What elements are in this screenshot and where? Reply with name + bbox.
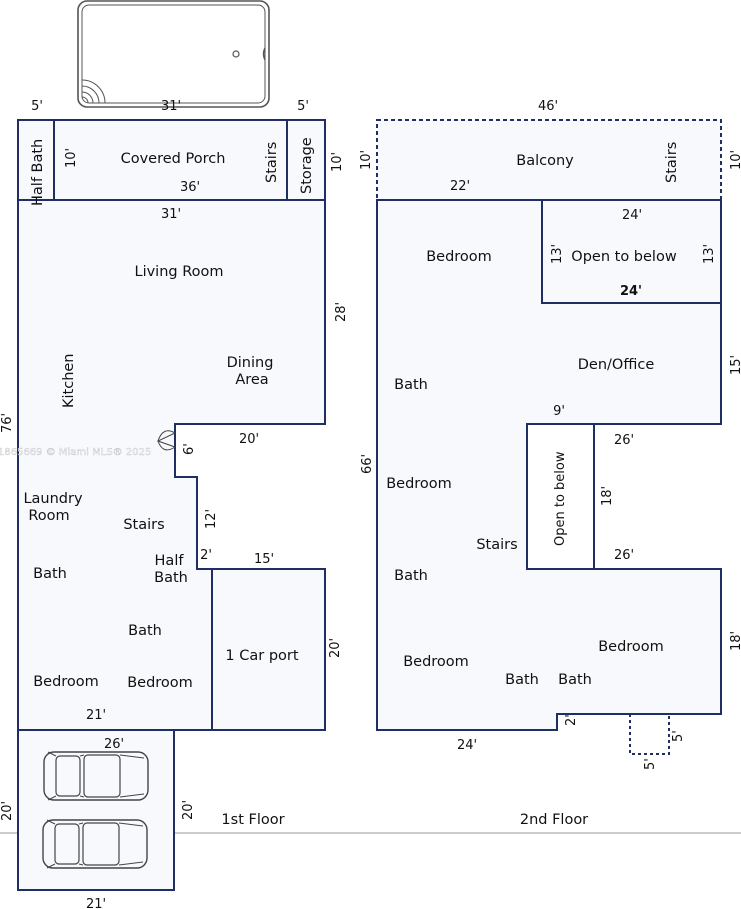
covered-porch-label: Covered Porch bbox=[121, 151, 226, 167]
dim-garage-width: 26' bbox=[104, 737, 124, 752]
dim-carport-height: 20' bbox=[328, 638, 343, 658]
dim-top-left: 5' bbox=[31, 99, 43, 114]
bath-center-label: Bath bbox=[128, 623, 162, 639]
second-floor-walls bbox=[376, 119, 722, 755]
dim-notch-6: 6' bbox=[182, 443, 197, 455]
dim-bump-height: 5' bbox=[671, 730, 686, 742]
bath-left-bottom-2-label: Bath bbox=[394, 568, 428, 584]
car-port-label: 1 Car port bbox=[225, 648, 298, 664]
dim-bottom-24: 24' bbox=[457, 738, 477, 753]
dining-area-label-2: Area bbox=[235, 372, 268, 388]
watermark: 1865669 © Miami MLS® 2025 bbox=[0, 447, 151, 458]
dim-porch-height: 10' bbox=[64, 148, 79, 168]
kitchen-label: Kitchen bbox=[61, 354, 77, 409]
first-floor-label: 1st Floor bbox=[221, 812, 284, 828]
balcony-label: Balcony bbox=[516, 153, 574, 169]
dim-open-top-bottom: 24' bbox=[620, 284, 642, 299]
stairs-top-2-label: Stairs bbox=[664, 142, 680, 183]
dim-balcony-right: 10' bbox=[729, 150, 741, 170]
dim-porch-width: 36' bbox=[180, 180, 200, 195]
den-office-label: Den/Office bbox=[578, 357, 655, 373]
bath-b2-label: Bath bbox=[558, 672, 592, 688]
stairs-top-label: Stairs bbox=[264, 142, 280, 183]
bath-left-label: Bath bbox=[33, 566, 67, 582]
half-bath-label-2: Bath bbox=[154, 570, 188, 586]
dim-balcony-width: 46' bbox=[538, 99, 558, 114]
dim-left-76: 76' bbox=[0, 413, 15, 433]
laundry-room-label-2: Room bbox=[28, 508, 69, 524]
dim-garage-bottom: 21' bbox=[86, 897, 106, 909]
bedroom-right-label: Bedroom bbox=[127, 675, 193, 691]
dim-living-width: 31' bbox=[161, 207, 181, 222]
bedroom-left-label: Bedroom bbox=[33, 674, 99, 690]
stairs-2-label: Stairs bbox=[476, 537, 517, 553]
open-to-below-mid-label: Open to below bbox=[553, 451, 568, 546]
half-bath-top-label: Half Bath bbox=[30, 139, 46, 206]
dim-notch-9: 9' bbox=[553, 404, 565, 419]
dim-open-mid-height: 18' bbox=[600, 486, 615, 506]
dim-garage-right: 20' bbox=[181, 800, 196, 820]
door-swing-icon bbox=[156, 430, 176, 451]
dim-open-top-left: 13' bbox=[550, 244, 565, 264]
dining-area-label-1: Dining bbox=[227, 355, 274, 371]
bath-left-top-2-label: Bath bbox=[394, 377, 428, 393]
dim-right-15: 15' bbox=[729, 355, 741, 375]
open-to-below-top-label: Open to below bbox=[571, 249, 677, 265]
dim-right-18: 18' bbox=[729, 631, 741, 651]
bedroom-top-label: Bedroom bbox=[426, 249, 492, 265]
stairs-label: Stairs bbox=[123, 517, 164, 533]
dim-garage-left: 20' bbox=[0, 801, 15, 821]
dim-top-porch: 31' bbox=[161, 99, 181, 114]
dim-storage-height: 10' bbox=[330, 152, 345, 172]
dim-bump-width: 5' bbox=[643, 758, 658, 770]
bedroom-mid-label: Bedroom bbox=[386, 476, 452, 492]
laundry-room-label-1: Laundry bbox=[23, 491, 83, 507]
dim-bottom-21: 21' bbox=[86, 708, 106, 723]
dim-open-mid-bottom: 26' bbox=[614, 548, 634, 563]
dim-balcony-bottom: 22' bbox=[450, 179, 470, 194]
living-room-label: Living Room bbox=[134, 264, 223, 280]
bath-b1-label: Bath bbox=[505, 672, 539, 688]
dim-balcony-left: 10' bbox=[359, 150, 374, 170]
dim-open-top-width: 24' bbox=[622, 208, 642, 223]
dim-carport-width: 15' bbox=[254, 552, 274, 567]
bedroom-bottom-left-label: Bedroom bbox=[403, 654, 469, 670]
dim-right-12: 12' bbox=[204, 509, 219, 529]
second-floor-label: 2nd Floor bbox=[520, 812, 588, 828]
storage-label: Storage bbox=[299, 137, 315, 194]
dim-notch-20: 20' bbox=[239, 432, 259, 447]
half-bath-label-1: Half bbox=[155, 553, 185, 569]
dim-open-top-right: 13' bbox=[702, 244, 717, 264]
pool bbox=[77, 0, 270, 108]
dim-step-2: 2' bbox=[200, 548, 212, 563]
dim-top-storage: 5' bbox=[297, 99, 309, 114]
dim-open-mid-top: 26' bbox=[614, 433, 634, 448]
first-floor-walls bbox=[17, 119, 326, 891]
bedroom-bottom-right-label: Bedroom bbox=[598, 639, 664, 655]
dim-right-28: 28' bbox=[334, 302, 349, 322]
dim-step-2-second: 2' bbox=[564, 714, 579, 726]
dim-left-66: 66' bbox=[360, 454, 375, 474]
